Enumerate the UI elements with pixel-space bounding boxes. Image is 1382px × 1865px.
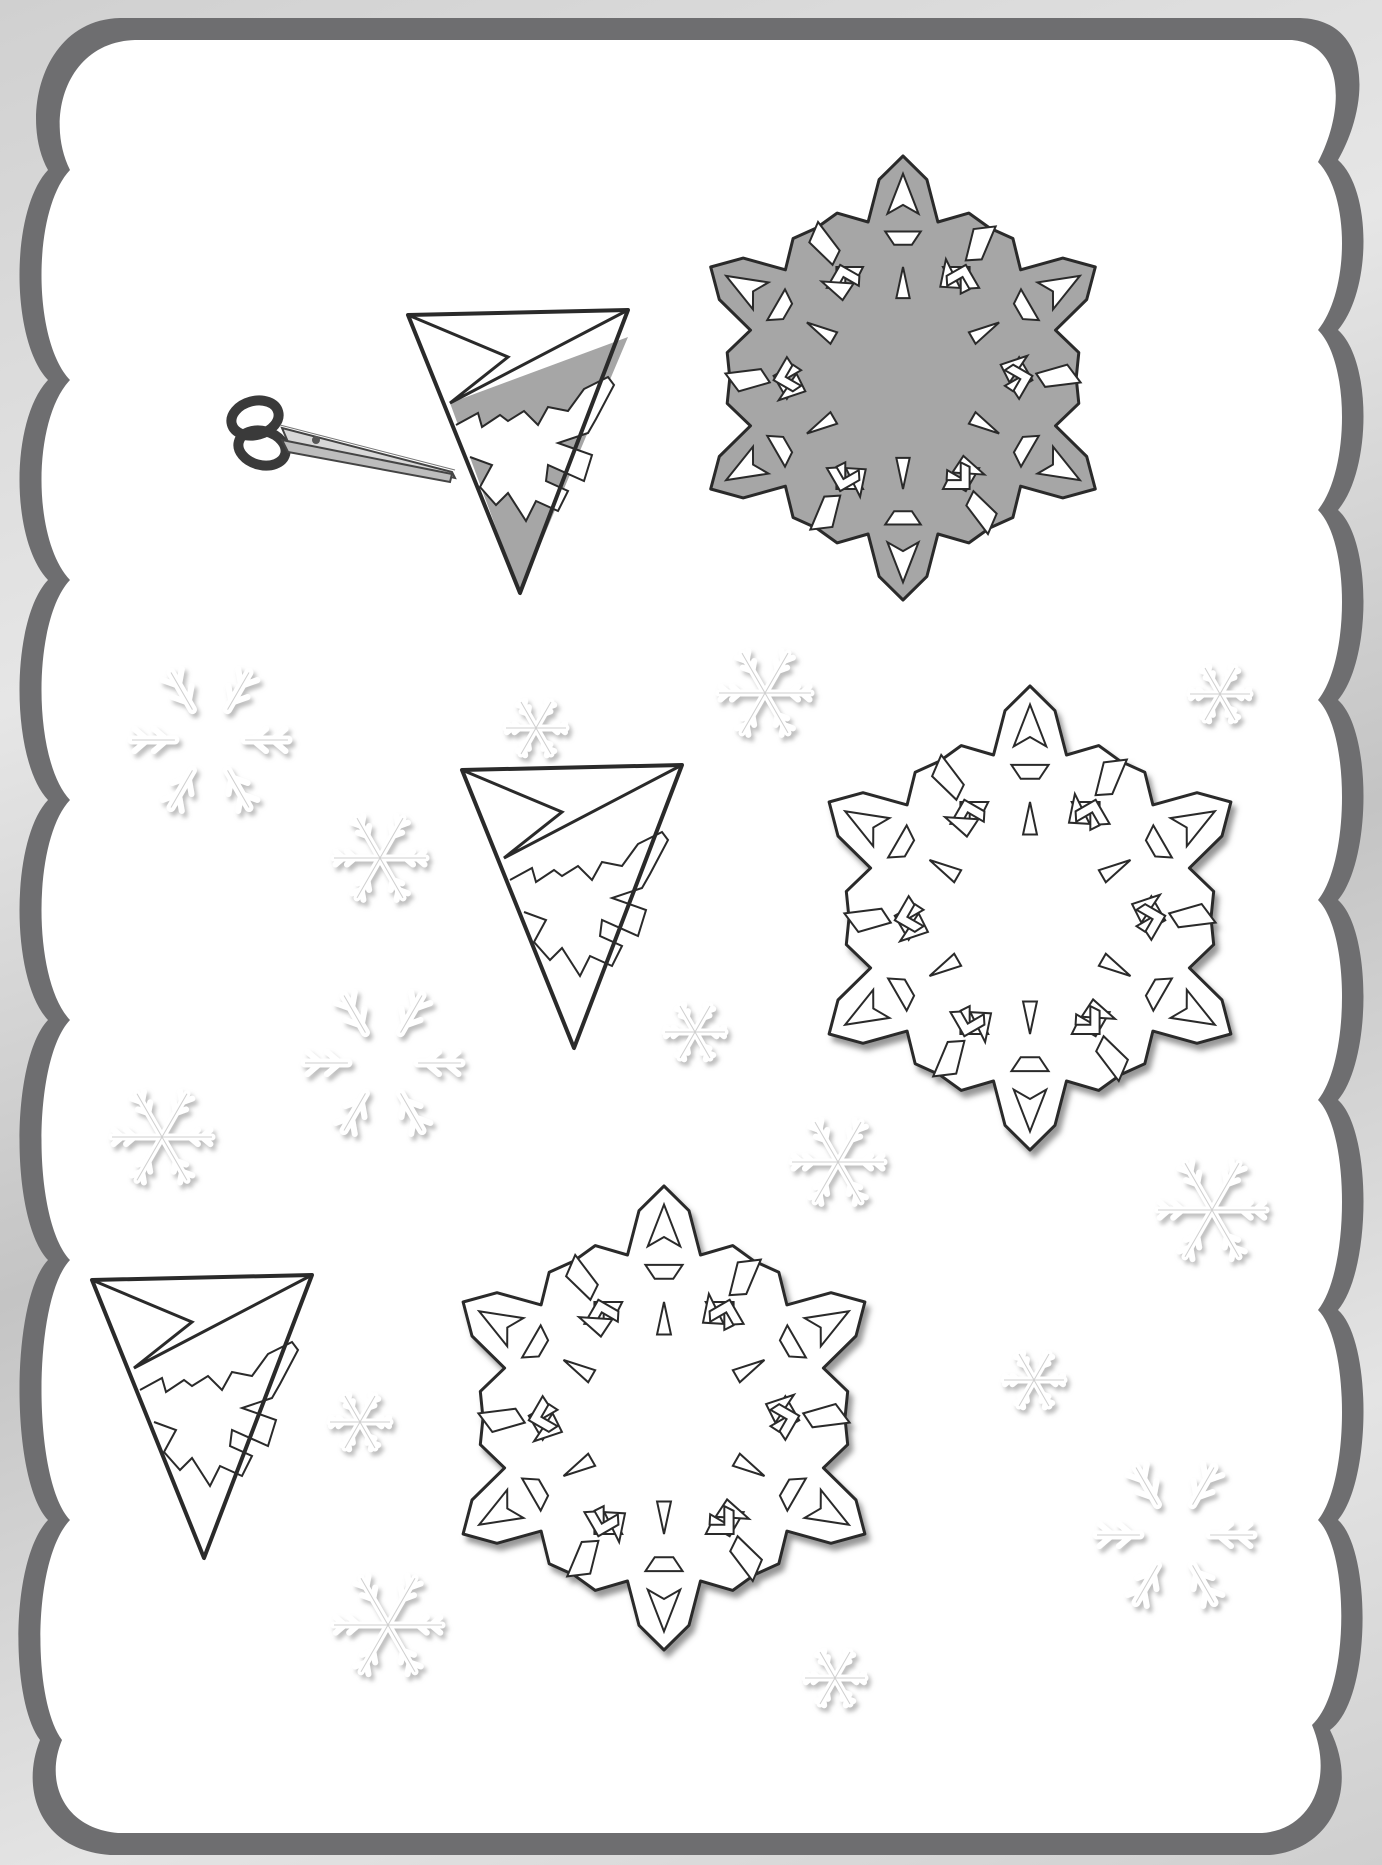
snowflake-craft-illustration	[0, 0, 1382, 1865]
